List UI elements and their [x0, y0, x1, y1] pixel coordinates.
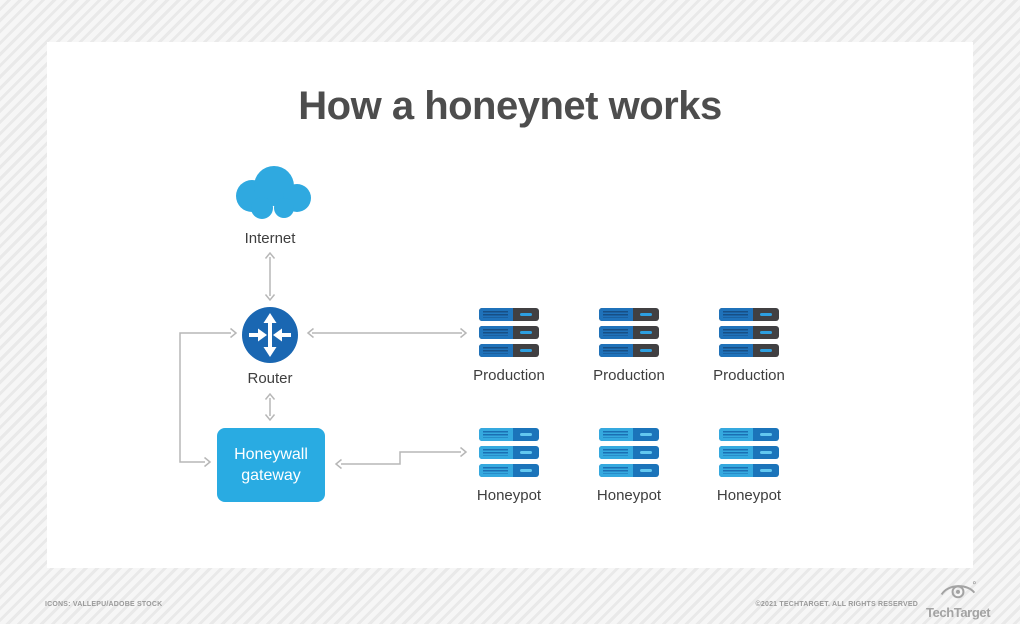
content-card [47, 42, 973, 568]
server-led [640, 469, 652, 472]
server-led [760, 433, 772, 436]
server-led [760, 313, 772, 316]
server-led [520, 313, 532, 316]
honeywall-gateway-label: Honeywall gateway [234, 446, 308, 484]
server-led [760, 349, 772, 352]
server-stack-icon [479, 464, 539, 477]
server-stack-icon [599, 428, 659, 441]
server-stack-icon [599, 326, 659, 339]
production-server-1: Production [473, 308, 545, 384]
server-stack-icon [719, 326, 779, 339]
server-led [640, 451, 652, 454]
server-led [760, 469, 772, 472]
router-label: Router [247, 370, 293, 387]
server-stack-icon [479, 308, 539, 321]
server-led [520, 349, 532, 352]
server-stack-icon [479, 326, 539, 339]
techtarget-eye-icon [940, 581, 976, 599]
server-stack-icon [719, 344, 779, 357]
router-icon [242, 307, 298, 363]
internet-label: Internet [244, 230, 296, 247]
techtarget-wordmark: TechTarget [926, 605, 991, 620]
production-label: Production [593, 367, 665, 384]
production-label: Production [473, 367, 545, 384]
server-stack-icon [599, 446, 659, 459]
production-server-2: Production [593, 308, 665, 384]
server-stack-icon [719, 428, 779, 441]
honeypot-server-3: Honeypot [717, 428, 781, 504]
production-server-3: Production [713, 308, 785, 384]
server-led [760, 331, 772, 334]
server-led [640, 313, 652, 316]
icon-credits: ICONS: VALLEPU/ADOBE STOCK [45, 601, 163, 608]
honeypot-label: Honeypot [596, 487, 662, 504]
server-stack-icon [719, 308, 779, 321]
production-label: Production [713, 367, 785, 384]
honeypot-server-1: Honeypot [477, 428, 541, 504]
copyright-text: ©2021 TECHTARGET. ALL RIGHTS RESERVED [755, 601, 918, 608]
honeypot-server-2: Honeypot [597, 428, 661, 504]
server-stack-icon [479, 446, 539, 459]
server-stack-icon [599, 464, 659, 477]
server-led [520, 433, 532, 436]
server-stack-icon [599, 308, 659, 321]
server-led [520, 469, 532, 472]
techtarget-logo: TechTarget [926, 580, 991, 620]
cloud-icon [236, 166, 311, 219]
router-crossed-arrows-icon [249, 313, 291, 357]
server-stack-icon [479, 428, 539, 441]
server-stack-icon [599, 344, 659, 357]
server-led [520, 451, 532, 454]
server-led [640, 433, 652, 436]
server-led [640, 349, 652, 352]
honeypot-label: Honeypot [716, 487, 782, 504]
server-stack-icon [719, 446, 779, 459]
server-stack-icon [479, 344, 539, 357]
honeypot-label: Honeypot [476, 487, 542, 504]
server-stack-icon [719, 464, 779, 477]
server-led [520, 331, 532, 334]
page-title: How a honeynet works [298, 84, 722, 128]
server-led [760, 451, 772, 454]
honeywall-gateway-box: Honeywall gateway [217, 428, 325, 502]
server-led [640, 331, 652, 334]
